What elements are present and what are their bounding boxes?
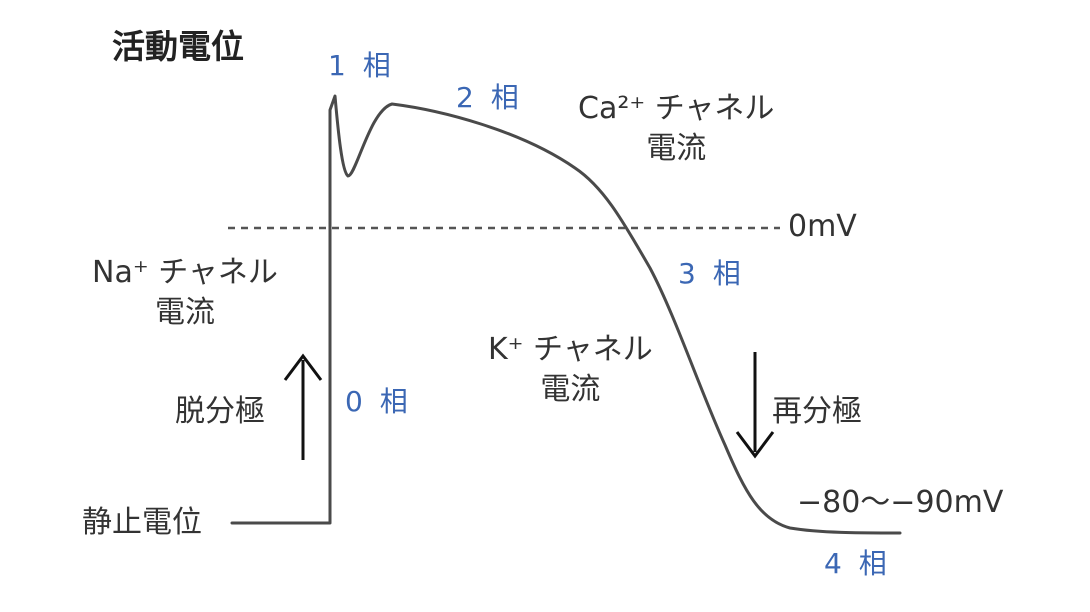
k-channel-current-label: K⁺ チャネル 電流: [488, 335, 653, 405]
resting-potential-label: 静止電位: [82, 505, 202, 540]
k-channel-line1: K⁺ チャネル: [488, 332, 653, 367]
ca-channel-line2: 電流: [646, 131, 707, 166]
phase-2-label: 2 相: [456, 81, 523, 114]
na-channel-line1: Na⁺ チャネル: [92, 255, 278, 290]
k-channel-line2: 電流: [540, 372, 601, 407]
depolarization-up-arrow: [283, 353, 323, 460]
action-potential-curve: [230, 94, 902, 535]
phase-1-label: 1 相: [328, 49, 395, 82]
ca-channel-line1: Ca²⁺ チャネル: [578, 91, 775, 126]
na-channel-current-label: Na⁺ チャネル 電流: [92, 258, 278, 328]
phase-0-label: 0 相: [345, 385, 412, 418]
ca-channel-current-label: Ca²⁺ チャネル 電流: [578, 94, 774, 164]
phase-3-label: 3 相: [678, 257, 745, 290]
repolarization-down-arrow: [735, 352, 775, 459]
zero-mv-label: 0mV: [788, 209, 857, 244]
resting-range-label: −80〜−90mV: [797, 485, 1004, 520]
depolarization-label: 脱分極: [175, 394, 265, 429]
repolarization-label: 再分極: [772, 394, 862, 429]
diagram-title: 活動電位: [112, 27, 244, 66]
phase-4-label: 4 相: [824, 547, 891, 580]
na-channel-line2: 電流: [154, 295, 215, 330]
